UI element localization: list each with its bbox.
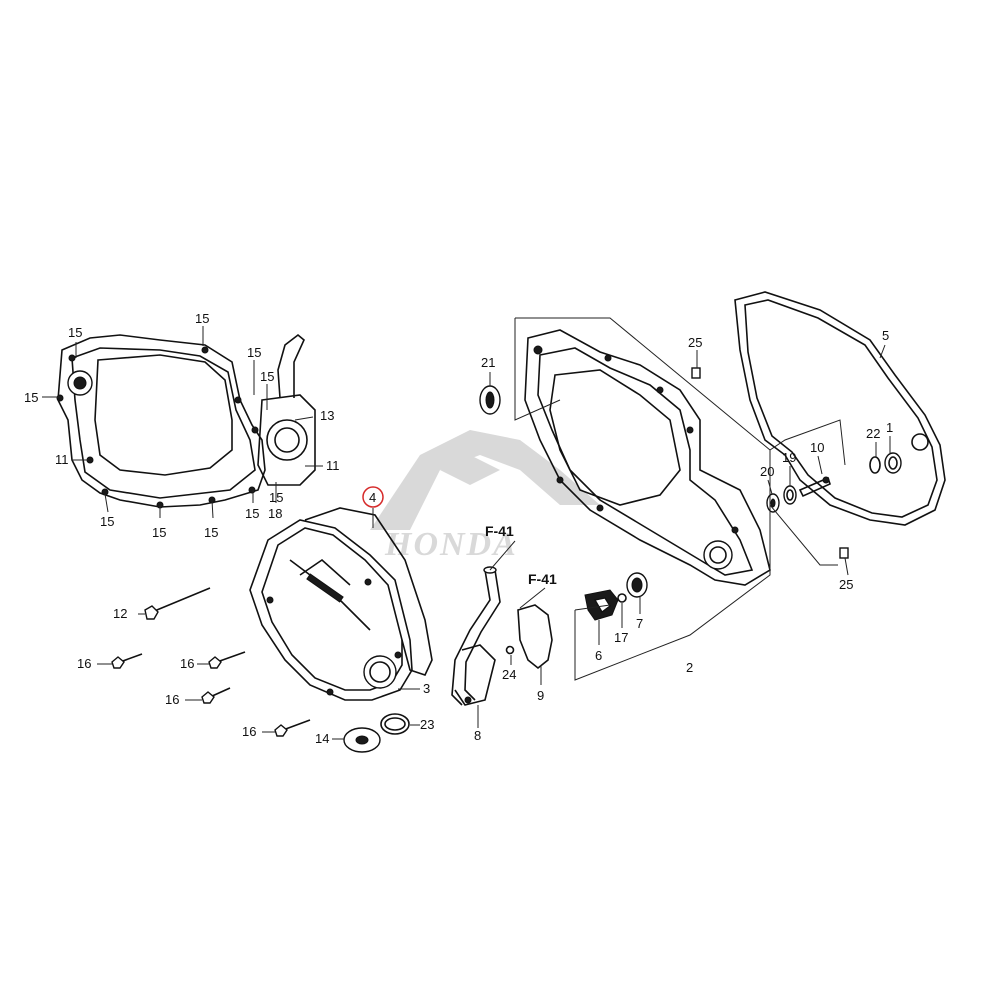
label-16-b[interactable]: 16 <box>180 656 194 671</box>
label-25-b[interactable]: 25 <box>839 577 853 592</box>
bolt-group <box>111 587 311 737</box>
label-22[interactable]: 22 <box>866 426 880 441</box>
label-11-b[interactable]: 11 <box>326 458 340 473</box>
oil-seal <box>626 572 648 598</box>
label-23[interactable]: 23 <box>420 717 434 732</box>
label-15-f[interactable]: 15 <box>100 514 114 529</box>
honda-watermark: HONDA <box>370 430 600 563</box>
label-21[interactable]: 21 <box>481 355 495 370</box>
label-15-d[interactable]: 15 <box>247 345 261 360</box>
label-8[interactable]: 8 <box>474 728 481 743</box>
label-15-i[interactable]: 15 <box>245 506 259 521</box>
label-5[interactable]: 5 <box>882 328 889 343</box>
o-ring-small <box>869 456 881 474</box>
label-16-d[interactable]: 16 <box>242 724 256 739</box>
washer <box>617 593 627 603</box>
cover-gasket <box>734 291 946 526</box>
label-10[interactable]: 10 <box>810 440 824 455</box>
crankshaft-seal <box>479 385 501 415</box>
label-6[interactable]: 6 <box>595 648 602 663</box>
label-15-c[interactable]: 15 <box>24 390 38 405</box>
label-9[interactable]: 9 <box>537 688 544 703</box>
shaft <box>798 476 831 498</box>
bolt-d <box>274 719 311 737</box>
label-2[interactable]: 2 <box>686 660 693 675</box>
crankcase-cover-inner-view <box>56 333 316 509</box>
label-13[interactable]: 13 <box>320 408 334 423</box>
label-4[interactable]: 4 <box>369 490 376 505</box>
label-11-a[interactable]: 11 <box>55 452 69 467</box>
impeller <box>584 589 619 621</box>
pump-gasket <box>517 604 553 670</box>
bolt-c <box>201 687 231 704</box>
label-14[interactable]: 14 <box>315 731 329 746</box>
grouping-lines <box>514 317 846 681</box>
dowel-pin-upper <box>691 367 701 379</box>
label-15-g[interactable]: 15 <box>152 525 166 540</box>
long-bolt <box>144 587 211 620</box>
label-7[interactable]: 7 <box>636 616 643 631</box>
leader-lines <box>42 326 891 740</box>
label-15-j[interactable]: 15 <box>269 490 283 505</box>
label-24[interactable]: 24 <box>502 667 516 682</box>
label-19[interactable]: 19 <box>782 450 796 465</box>
label-20[interactable]: 20 <box>760 464 774 479</box>
label-15-a[interactable]: 15 <box>68 325 82 340</box>
label-12[interactable]: 12 <box>113 606 127 621</box>
ref-f41-lower[interactable]: F-41 <box>528 571 557 587</box>
label-3[interactable]: 3 <box>423 681 430 696</box>
dowel-collar <box>884 452 902 474</box>
label-16-a[interactable]: 16 <box>77 656 91 671</box>
o-ring <box>380 713 410 735</box>
label-18[interactable]: 18 <box>268 506 282 521</box>
label-17[interactable]: 17 <box>614 630 628 645</box>
label-1[interactable]: 1 <box>886 420 893 435</box>
bolt-b <box>208 651 246 669</box>
gasket-outline <box>304 507 433 676</box>
honda-watermark-text: HONDA <box>384 526 518 563</box>
bolt-a <box>111 653 143 669</box>
dowel-pin-lower <box>839 547 849 559</box>
label-25-a[interactable]: 25 <box>688 335 702 350</box>
highlight-circle <box>362 486 384 508</box>
label-15-e[interactable]: 15 <box>260 369 274 384</box>
clutch-cover-outer <box>249 507 433 701</box>
right-crankcase-cover <box>524 329 771 586</box>
bearing-small <box>783 485 797 505</box>
ref-f41-upper[interactable]: F-41 <box>485 523 514 539</box>
label-15-h[interactable]: 15 <box>204 525 218 540</box>
label-15-b[interactable]: 15 <box>195 311 209 326</box>
seal <box>505 645 515 655</box>
part-labels: 15 15 15 15 15 15 15 15 15 15 15 15 13 1… <box>24 311 893 746</box>
label-16-c[interactable]: 16 <box>165 692 179 707</box>
water-pipe <box>451 566 501 706</box>
